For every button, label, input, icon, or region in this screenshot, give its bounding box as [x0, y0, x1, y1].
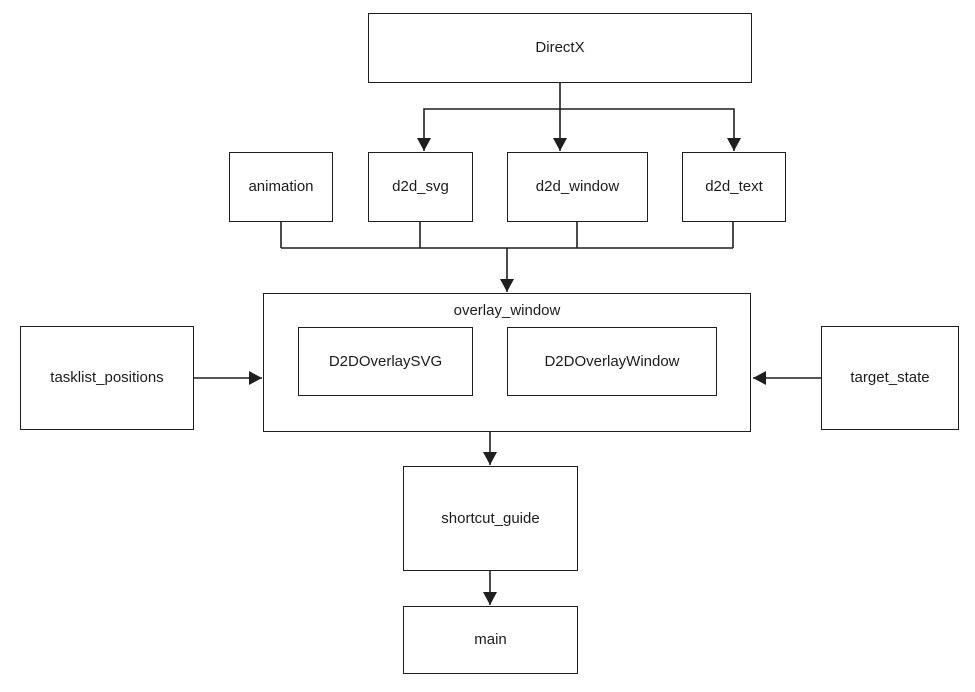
node-animation: animation — [229, 152, 333, 222]
node-shortcut_guide-label: shortcut_guide — [441, 509, 540, 527]
node-target_state-label: target_state — [850, 369, 930, 386]
node-d2d_svg: d2d_svg — [368, 152, 473, 222]
node-main: main — [403, 606, 578, 674]
node-d2d_overlay_svg-label: D2DOverlaySVG — [328, 352, 443, 370]
node-d2d_window: d2d_window — [507, 152, 648, 222]
node-tasklist_positions-label: tasklist_positions — [50, 369, 164, 386]
node-d2d_overlay_window: D2DOverlayWindow — [507, 327, 717, 396]
node-d2d_overlay_svg: D2DOverlaySVG — [298, 327, 473, 396]
node-tasklist_positions: tasklist_positions — [20, 326, 194, 430]
node-d2d_text: d2d_text — [682, 152, 786, 222]
node-d2d_svg-label: d2d_svg — [392, 178, 449, 195]
node-d2d_overlay_window-label: D2DOverlayWindow — [544, 352, 680, 370]
node-directx: DirectX — [368, 13, 752, 83]
node-d2d_window-label: d2d_window — [535, 178, 620, 195]
node-overlay_window: overlay_window D2DOverlaySVG D2DOverlayW… — [263, 293, 751, 432]
node-main-label: main — [474, 631, 507, 648]
edge-directx-to-d2d_text — [560, 108, 741, 151]
node-shortcut_guide: shortcut_guide — [403, 466, 578, 571]
node-directx-label: DirectX — [535, 39, 585, 56]
node-target_state: target_state — [821, 326, 959, 430]
edge-directx-to-d2d_svg — [417, 108, 560, 151]
node-animation-label: animation — [248, 178, 314, 195]
node-d2d_text-label: d2d_text — [705, 178, 763, 195]
node-overlay_window-label: overlay_window — [453, 302, 561, 319]
